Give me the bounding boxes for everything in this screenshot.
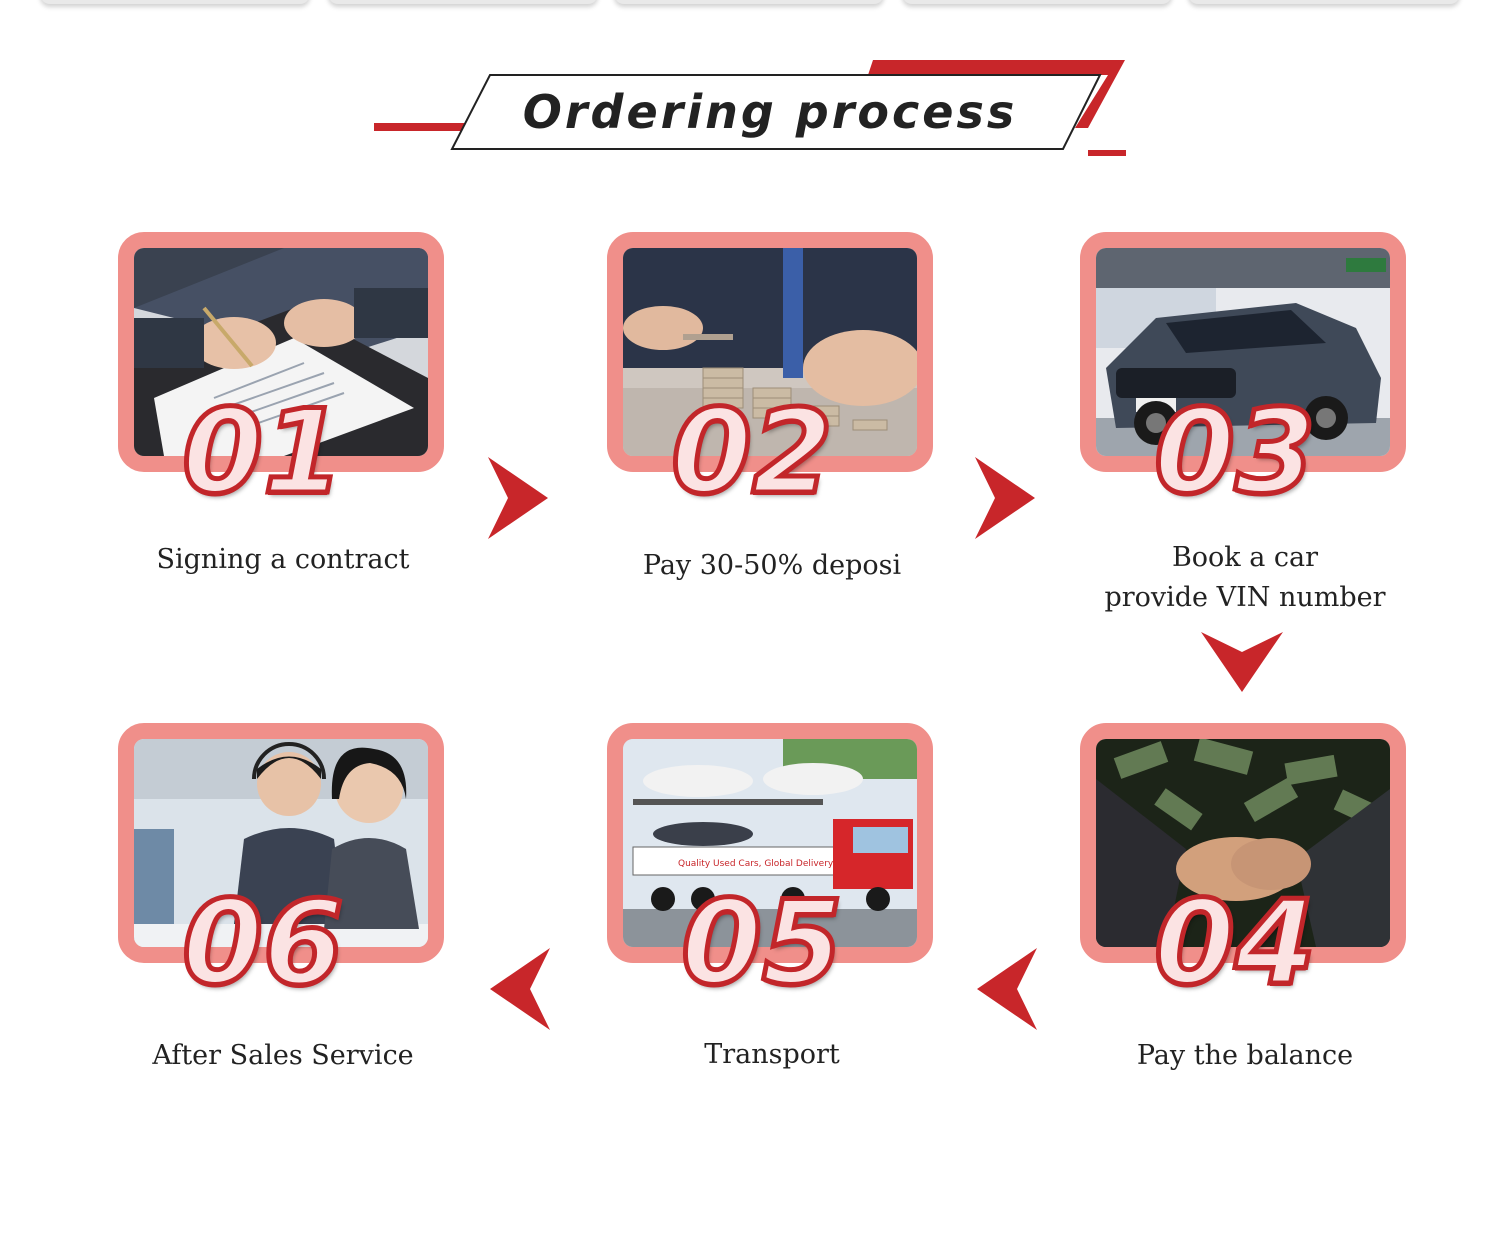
suv-showroom-photo [1096, 248, 1390, 456]
contract-signing-photo [134, 248, 428, 456]
step-06: 06 After Sales Service [118, 723, 448, 1071]
step-02-label: Pay 30-50% deposi [642, 550, 902, 581]
step-03-number: 03 [1152, 385, 1318, 520]
step-01-photo-frame [118, 232, 444, 472]
coins-deposit-photo [623, 248, 917, 456]
step-03-label-line2: provide VIN number [1104, 582, 1386, 613]
truck-slogan: Quality Used Cars, Global Delivery [678, 859, 834, 869]
customer-service-photo [134, 739, 428, 947]
top-tab-5[interactable] [1188, 0, 1460, 4]
top-tab-1[interactable] [40, 0, 310, 4]
arrow-left-icon [977, 948, 1037, 1030]
top-tab-2[interactable] [328, 0, 598, 4]
step-05: Quality Used Cars, Global Delivery 05 Tr… [607, 723, 937, 1070]
arrow-left-icon [490, 948, 550, 1030]
arrow-right-icon [488, 457, 548, 539]
arrow-down-icon [1201, 632, 1283, 692]
banner-decoration [374, 60, 1126, 156]
step-02-photo-frame [607, 232, 933, 472]
top-tab-4[interactable] [902, 0, 1172, 4]
step-04-label: Pay the balance [1136, 1040, 1354, 1071]
step-01-label: Signing a contract [156, 544, 410, 575]
car-carrier-truck-photo: Quality Used Cars, Global Delivery [623, 739, 917, 947]
step-02-number: 02 [669, 385, 835, 520]
step-03-label: Book a car [1171, 542, 1319, 573]
step-04-number: 04 [1152, 876, 1318, 1011]
step-05-photo-frame: Quality Used Cars, Global Delivery [607, 723, 933, 963]
step-01: 01 Signing a contract [118, 232, 448, 575]
page-title: Ordering process [522, 85, 1018, 139]
step-06-number: 06 [180, 876, 346, 1011]
step-06-label: After Sales Service [152, 1040, 414, 1071]
top-tab-3[interactable] [614, 0, 884, 4]
step-03-photo-frame [1080, 232, 1406, 472]
step-05-number: 05 [679, 876, 845, 1011]
step-04-photo-frame [1080, 723, 1406, 963]
step-01-number: 01 [180, 385, 346, 520]
step-02: 02 Pay 30-50% deposi [607, 232, 937, 581]
section-header-banner: Ordering process [370, 55, 1130, 160]
step-04: 04 Pay the balance [1080, 723, 1410, 1071]
step-03: 03 Book a car provide VIN number [1080, 232, 1410, 613]
handshake-money-photo [1096, 739, 1390, 947]
step-05-label: Transport [704, 1039, 840, 1070]
arrow-right-icon [975, 457, 1035, 539]
step-06-photo-frame [118, 723, 444, 963]
